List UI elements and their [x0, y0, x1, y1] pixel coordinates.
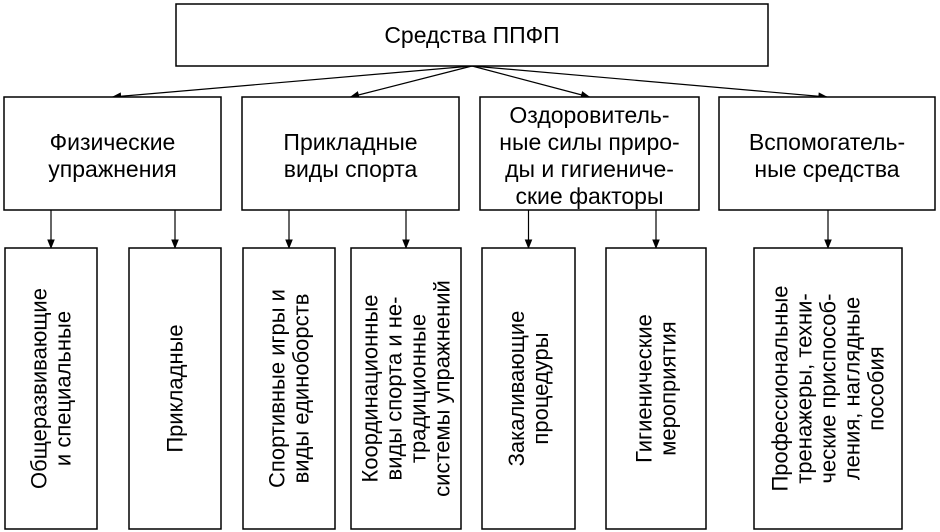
- category-1-item-2-box: [128, 247, 222, 530]
- category-4-item-1-label-line: ческие приспособ-: [816, 294, 841, 484]
- category-2-box: [241, 96, 460, 211]
- category-3-item-2-box: [605, 247, 707, 530]
- category-3-box: [479, 96, 700, 211]
- category-4-item-1-label-group: Профессиональныетренажеры, техни-ческие …: [768, 285, 889, 491]
- category-4-box: [718, 96, 936, 211]
- category-2-label-line: виды спорта: [284, 156, 418, 182]
- category-2-item-2-label-line: Координационные: [358, 295, 383, 483]
- category-1-item-1-box: [4, 247, 98, 530]
- root-to-category-3-arrow: [471, 65, 591, 99]
- category-3-item-1-box: [481, 247, 576, 530]
- category-2-label-line: Прикладные: [283, 129, 417, 155]
- category-2-item-2-label-line: виды спорта и не-: [382, 297, 407, 481]
- category-2-item-1-label-group: Спортивные игры ивиды единоборств: [265, 289, 314, 488]
- category-3-item-1-label-line: Закаливающие: [504, 311, 529, 467]
- category-4-item-1-box: [753, 247, 903, 530]
- category-2-item-1-label-line: виды единоборств: [289, 294, 314, 484]
- connectors: [47, 65, 832, 249]
- category-1-item-2-label: Прикладные: [163, 324, 188, 452]
- category-3-item-2-label-line: Гигиенические: [632, 314, 657, 463]
- category-2-item-2-label-line: системы упражнений: [430, 280, 455, 497]
- category-1-item-1-label-line: и специальные: [51, 311, 76, 466]
- root-label: Средства ППФП: [384, 22, 559, 48]
- category-4-item-1-label-line: ления, наглядные: [840, 297, 865, 480]
- category-4-label-line: Вспомогатель-: [749, 129, 905, 155]
- category-4-item-1-label: Профессиональныетренажеры, техни-ческие …: [768, 285, 889, 491]
- category-2-item-2-label: Координационныевиды спорта и не-традицио…: [358, 280, 455, 497]
- category-3-item-1-label-line: процедуры: [528, 332, 553, 444]
- root-to-category-1-arrow: [111, 65, 473, 101]
- category-3-item-1-label: Закаливающиепроцедуры: [504, 311, 553, 467]
- category-1-item-1-label: Общеразвивающиеи специальные: [27, 288, 76, 489]
- category-2-item-2-label-line: традиционные: [406, 314, 431, 463]
- category-4-label: Вспомогатель-ные средства: [749, 129, 905, 182]
- category-2-item-1-label: Спортивные игры ивиды единоборств: [265, 289, 314, 488]
- category-3-label-line: ды и гигиениче-: [505, 156, 674, 182]
- root-box: [175, 3, 769, 67]
- category-3-item-2-label-line: мероприятия: [656, 321, 681, 455]
- category-4-item-1-label-line: тренажеры, техни-: [792, 293, 817, 484]
- category-1-box: [3, 96, 222, 211]
- category-3-item-1-label-group: Закаливающиепроцедуры: [504, 311, 553, 467]
- category-3-label: Оздоровитель-ные силы приро-ды и гигиени…: [499, 102, 679, 209]
- category-1-label-line: Физические: [50, 129, 176, 155]
- category-2-item-1-box: [242, 247, 336, 530]
- category-3-item-2-label: Гигиеническиемероприятия: [632, 314, 681, 463]
- category-4-item-1-label-line: пособия: [864, 346, 889, 430]
- category-1-item-2-label-group: Прикладные: [163, 324, 188, 452]
- category-3-label-line: Оздоровитель-: [509, 102, 669, 128]
- category-1-label-line: упражнения: [48, 156, 176, 182]
- category-3-label-line: ские факторы: [515, 183, 663, 209]
- category-4-label-line: ные средства: [754, 156, 899, 182]
- category-1-item-2-label-line: Прикладные: [163, 324, 188, 452]
- root-to-category-2-arrow: [349, 65, 473, 99]
- category-1-item-1-label-group: Общеразвивающиеи специальные: [27, 288, 76, 489]
- category-3-label-line: ные силы приро-: [499, 129, 679, 155]
- root-to-category-4-arrow: [471, 65, 828, 101]
- category-1-item-1-label-line: Общеразвивающие: [27, 288, 52, 489]
- category-4-item-1-label-line: Профессиональные: [768, 285, 793, 491]
- category-2-item-2-label-group: Координационныевиды спорта и не-традицио…: [358, 280, 455, 497]
- category-3-item-2-label-group: Гигиеническиемероприятия: [632, 314, 681, 463]
- category-2-item-1-label-line: Спортивные игры и: [265, 289, 290, 488]
- category-2-item-2-box: [350, 247, 462, 530]
